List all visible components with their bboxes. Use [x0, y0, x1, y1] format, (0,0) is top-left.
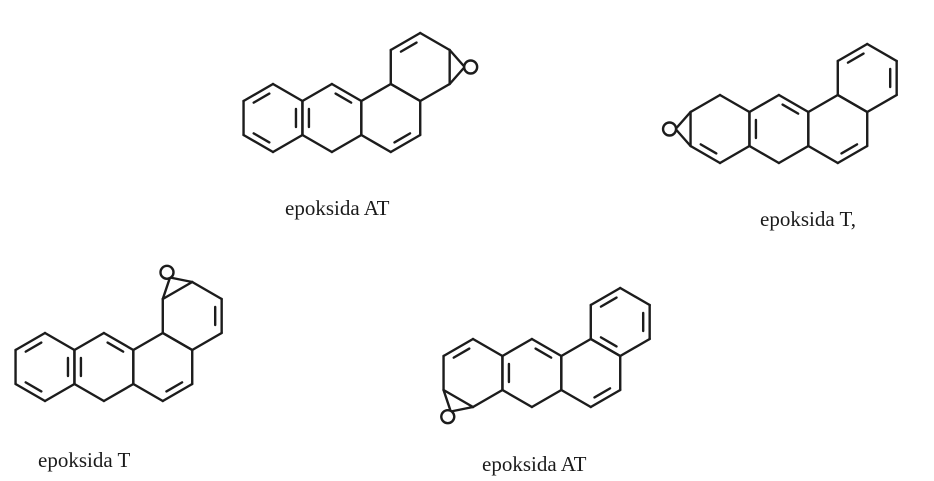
epoxide-oxygen-structure-4 [440, 408, 456, 425]
benzanthracene-epoxide-1 [242, 31, 479, 154]
benzanthracene-epoxide-3 [14, 264, 223, 403]
benzanthracene-epoxide-2 [661, 42, 898, 165]
epoxide-oxygen-structure-2 [661, 121, 678, 137]
caption-epoxide-3: epoksida T [38, 448, 131, 472]
epoxide-oxygen-structure-1 [462, 59, 479, 75]
benzanthracene-epoxide-4 [440, 286, 651, 425]
caption-epoxide-1: epoksida AT [285, 196, 390, 220]
epoxide-oxygen-structure-3 [159, 264, 175, 281]
caption-epoxide-2: epoksida T, [760, 207, 857, 231]
caption-epoxide-4: epoksida AT [482, 452, 587, 476]
